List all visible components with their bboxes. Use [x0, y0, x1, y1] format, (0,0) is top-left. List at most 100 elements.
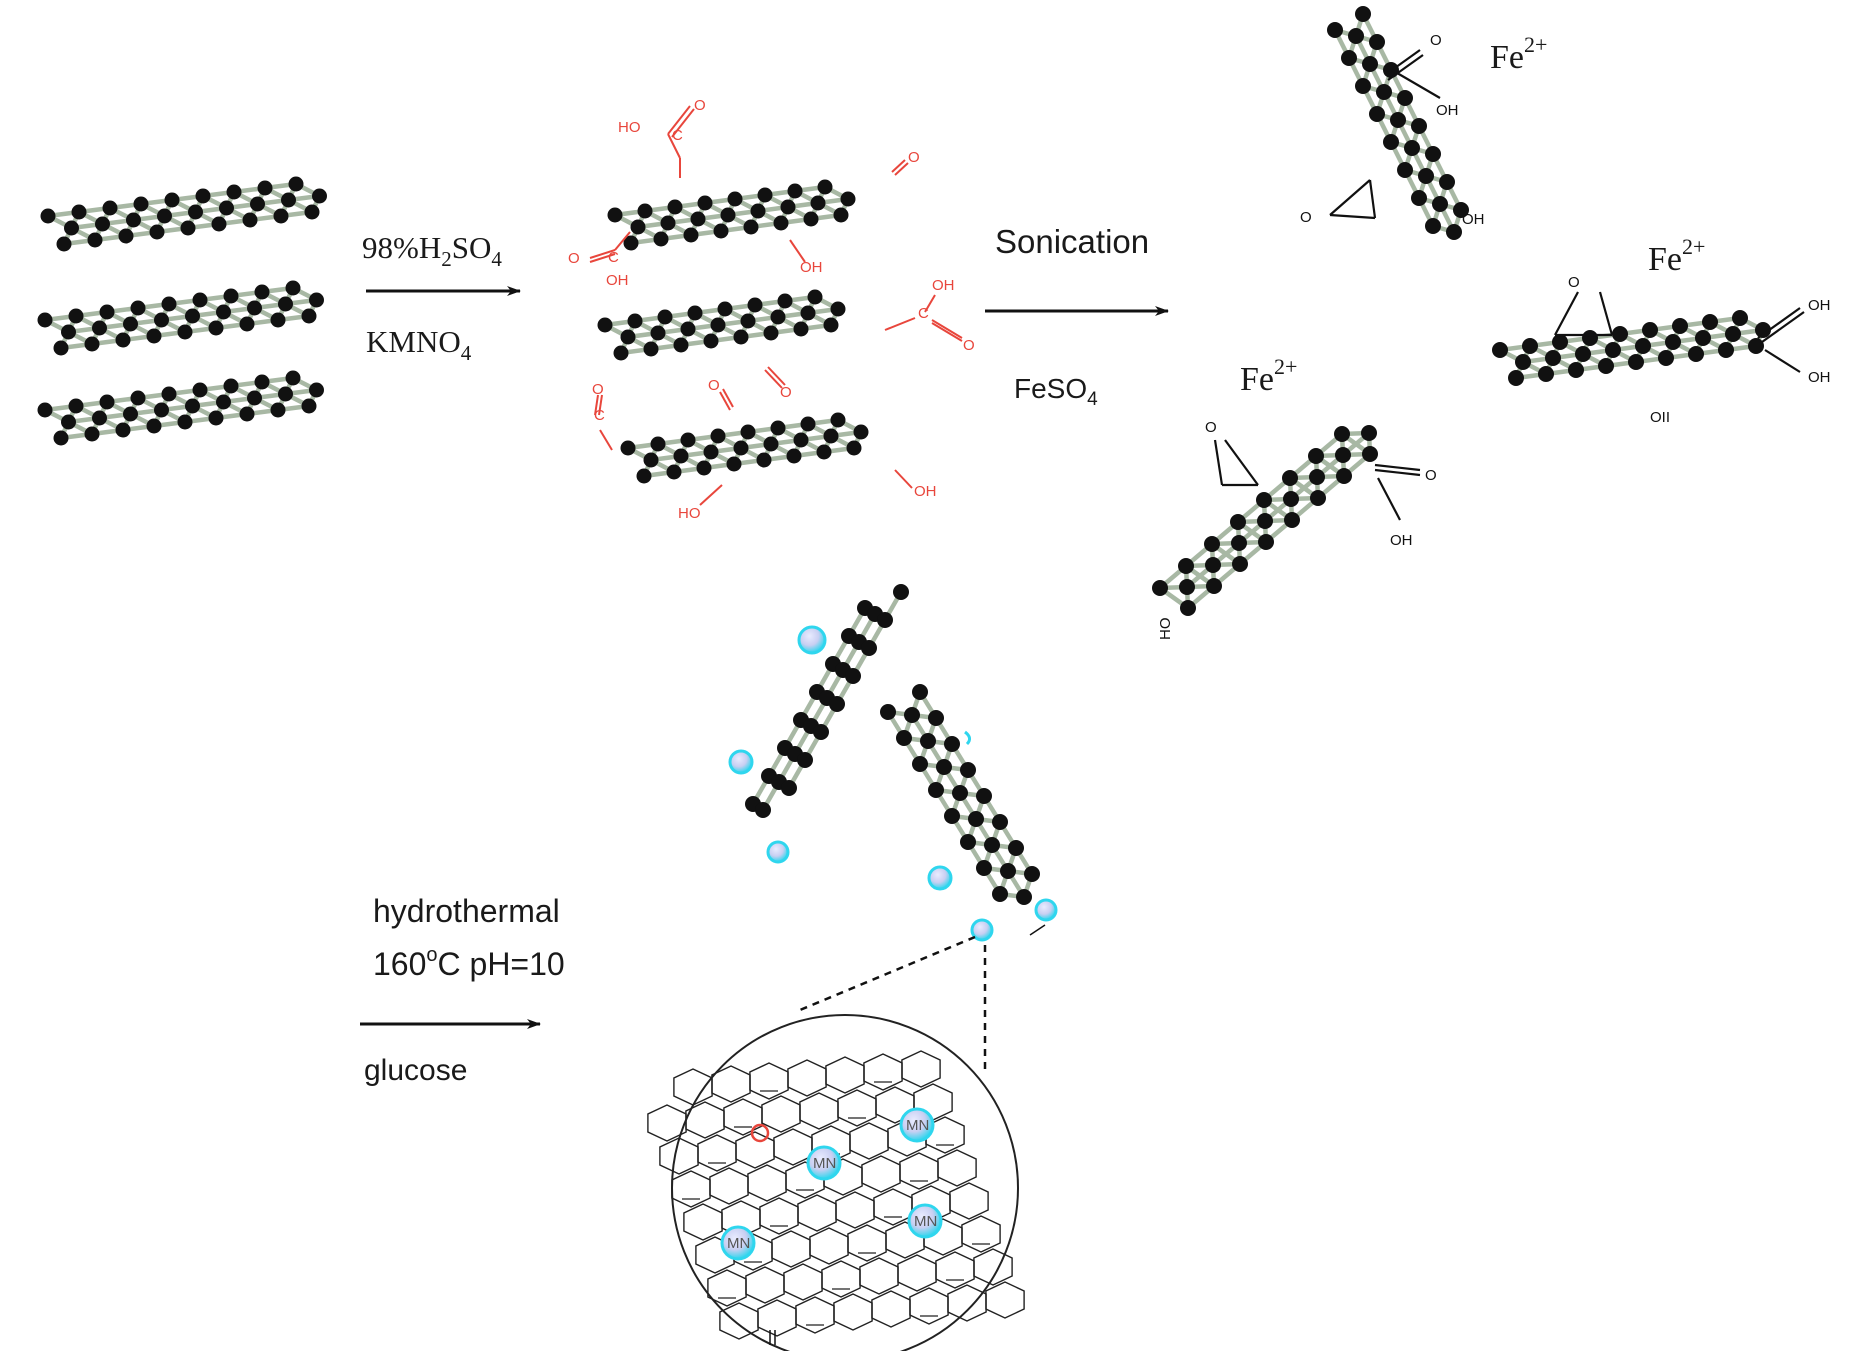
carbon-atom — [247, 390, 262, 406]
carbon-atom — [1404, 140, 1420, 156]
atoms — [1492, 310, 1771, 386]
carbon-atom — [146, 328, 162, 344]
carbon-atom — [146, 418, 162, 434]
carbon-atom — [1257, 513, 1273, 529]
carbon-atom — [1748, 338, 1764, 354]
carbon-atom — [40, 208, 56, 224]
carbon-atom — [1411, 118, 1427, 134]
atoms — [745, 584, 909, 818]
carbon-atom — [270, 402, 286, 418]
carbon-atom — [242, 212, 258, 228]
group-o: O — [568, 250, 580, 267]
carbon-atom — [1024, 866, 1040, 882]
carbon-atom — [219, 200, 234, 216]
group-c: C — [594, 407, 605, 424]
go-sheet-1 — [607, 179, 856, 251]
carbon-atom — [845, 668, 861, 684]
carbon-atom — [793, 432, 809, 448]
group-oh: OH — [606, 272, 629, 289]
carbon-atom — [840, 191, 856, 207]
carbon-atom — [226, 184, 242, 200]
carbon-atom — [620, 440, 636, 456]
carbon-atom — [697, 195, 713, 211]
carbon-atom — [1230, 514, 1246, 530]
mn-particle: MN — [907, 1203, 943, 1239]
carbon-atom — [720, 207, 736, 223]
group-o: O — [1568, 274, 1580, 291]
group-o: O — [1300, 209, 1312, 226]
zoom-circle — [671, 1014, 1019, 1351]
group-ho: HO — [678, 505, 701, 522]
carbon-atom — [1383, 134, 1399, 150]
carbon-atom — [130, 300, 146, 316]
carbon-atom — [164, 192, 180, 208]
carbon-atom — [1335, 447, 1351, 463]
carbon-atom — [95, 216, 110, 232]
carbon-atom — [846, 440, 862, 456]
zoom-guide-lines — [799, 935, 987, 1075]
carbon-atom — [1635, 338, 1651, 354]
rgo-sheet-right — [880, 684, 1040, 905]
carbon-atom — [770, 309, 786, 325]
carbon-atom — [185, 308, 200, 324]
carbon-atom — [1178, 558, 1194, 574]
go-sheet-vertical — [1327, 6, 1469, 240]
carbon-atom — [1642, 322, 1658, 338]
carbon-atom — [288, 176, 304, 192]
carbon-atom — [1362, 56, 1378, 72]
carbon-atom — [667, 199, 683, 215]
carbon-atom — [1256, 492, 1272, 508]
carbon-atom — [1308, 448, 1324, 464]
metal-decorated-sheets — [728, 584, 1058, 942]
carbon-atom — [1582, 330, 1598, 346]
mn-label: MN — [914, 1213, 937, 1230]
carbon-atom — [1284, 512, 1300, 528]
carbon-atom — [733, 440, 749, 456]
carbon-atom — [673, 448, 689, 464]
carbon-atom — [740, 313, 756, 329]
carbon-atom — [984, 837, 1000, 853]
carbon-atom — [216, 304, 231, 320]
reagent-h2so4: 98%H2SO4 — [362, 230, 502, 271]
carbon-atom — [1397, 162, 1413, 178]
carbon-atom — [816, 444, 832, 460]
carbon-atom — [637, 203, 653, 219]
carbon-atom — [643, 452, 659, 468]
carbon-atom — [1425, 146, 1441, 162]
carbon-atom — [853, 424, 869, 440]
carbon-atom — [710, 317, 726, 333]
carbon-atom — [793, 321, 809, 337]
carbon-atom — [703, 333, 719, 349]
carbon-atom — [281, 192, 296, 208]
carbon-atom — [1341, 50, 1357, 66]
carbon-atom — [710, 428, 726, 444]
metal-particle — [728, 749, 754, 775]
carbon-atom — [304, 204, 320, 220]
carbon-atom — [607, 207, 623, 223]
carbon-atom — [780, 199, 796, 215]
carbon-atom — [1552, 334, 1568, 350]
atoms — [607, 179, 856, 251]
carbon-atom — [976, 860, 992, 876]
carbon-atom — [1453, 202, 1469, 218]
carbon-atom — [1232, 556, 1248, 572]
fe-ion-2: Fe2+ — [1648, 234, 1705, 278]
carbon-atom — [1361, 425, 1377, 441]
group-oh: OH — [1436, 102, 1459, 119]
carbon-atom — [1695, 330, 1711, 346]
carbon-atom — [254, 284, 270, 300]
carbon-atom — [1204, 536, 1220, 552]
carbon-atom — [133, 196, 149, 212]
carbon-atom — [803, 211, 819, 227]
metal-particle-partial — [964, 730, 972, 746]
carbon-atom — [239, 316, 255, 332]
carbon-atom — [807, 289, 823, 305]
metal-particle — [1034, 898, 1058, 922]
carbon-atom — [1016, 889, 1032, 905]
carbon-atom — [733, 329, 749, 345]
carbon-atom — [1309, 469, 1325, 485]
carbon-atom — [880, 704, 896, 720]
carbon-atom — [817, 179, 833, 195]
carbon-atom — [1231, 535, 1247, 551]
atoms — [1152, 425, 1378, 616]
